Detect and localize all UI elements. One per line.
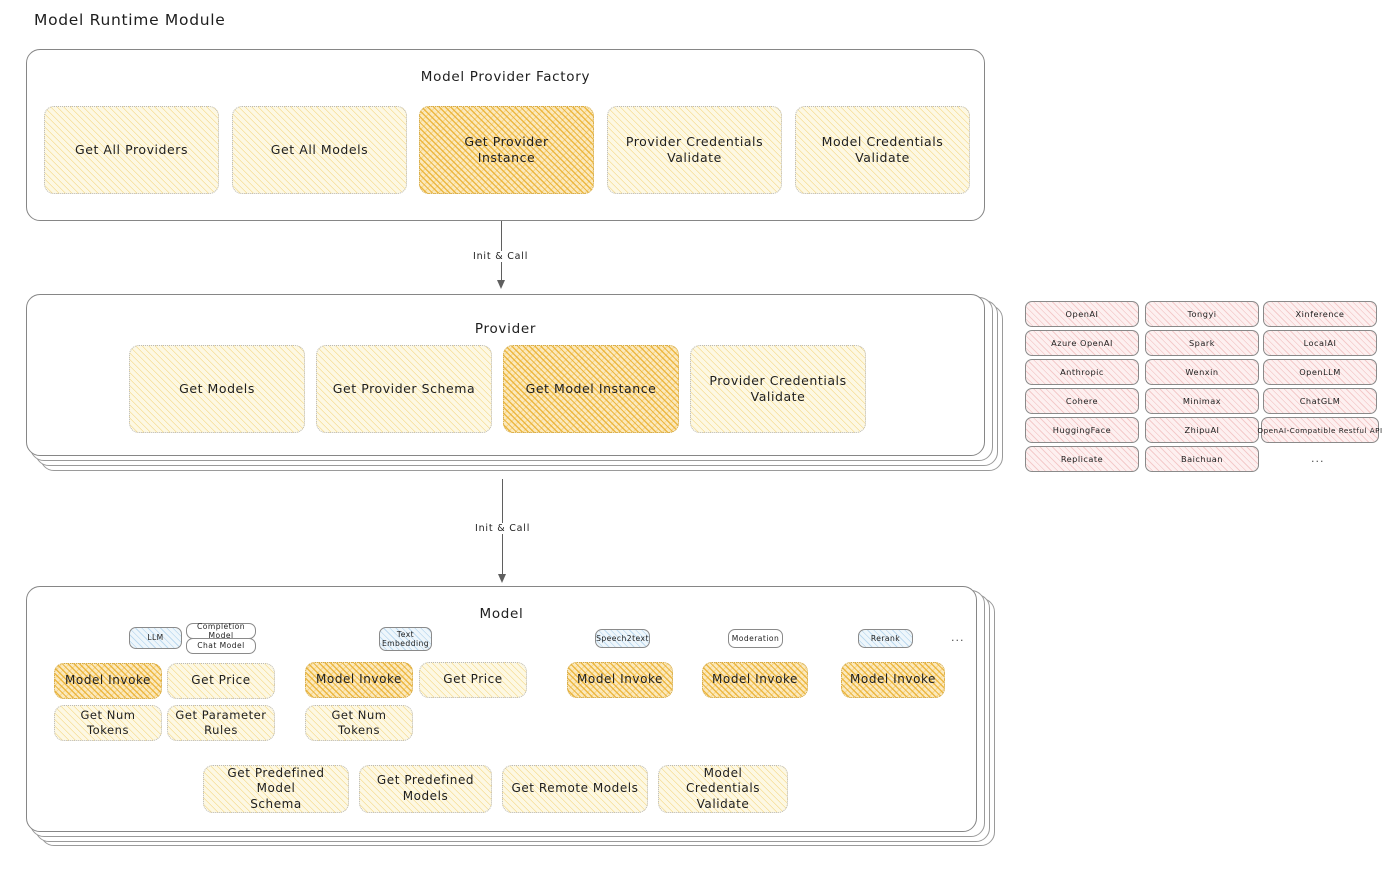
arrow-factory-to-provider-head: [497, 280, 505, 289]
provider-pill-tongyi[interactable]: Tongyi: [1145, 301, 1259, 327]
provider-pill-openai[interactable]: OpenAI: [1025, 301, 1139, 327]
llm-method-get-price[interactable]: Get Price: [167, 663, 275, 699]
model-provider-factory-title: Model Provider Factory: [420, 69, 591, 85]
provider-pill-xinference[interactable]: Xinference: [1263, 301, 1377, 327]
text-embedding-method-get-price[interactable]: Get Price: [419, 662, 527, 698]
model-subtype-badge-chat-model[interactable]: Chat Model: [186, 638, 256, 654]
provider-pill-baichuan[interactable]: Baichuan: [1145, 446, 1259, 472]
provider-pill-openllm[interactable]: OpenLLM: [1263, 359, 1377, 385]
provider-box-provider-credentials-validate[interactable]: Provider Credentials Validate: [690, 345, 866, 433]
arrow-provider-to-model-label: Init & Call: [471, 523, 535, 534]
provider-pill-huggingface[interactable]: HuggingFace: [1025, 417, 1139, 443]
provider-pill-azure-openai[interactable]: Azure OpenAI: [1025, 330, 1139, 356]
text-embedding-method-get-num-tokens[interactable]: Get Num Tokens: [305, 705, 413, 741]
arrow-provider-to-model-head: [498, 574, 506, 583]
provider-pill-openai-compatible-restful-api[interactable]: OpenAI-Compatible Restful API: [1257, 417, 1382, 443]
provider-box-get-provider-schema[interactable]: Get Provider Schema: [316, 345, 492, 433]
provider-pill-spark[interactable]: Spark: [1145, 330, 1259, 356]
factory-box-get-all-models[interactable]: Get All Models: [232, 106, 407, 194]
model-shared-model-credentials-validate[interactable]: Model Credentials Validate: [658, 765, 788, 813]
model-shared-get-remote-models[interactable]: Get Remote Models: [502, 765, 648, 813]
model-types-more: ...: [951, 631, 965, 644]
factory-box-model-credentials-validate[interactable]: Model Credentials Validate: [795, 106, 970, 194]
factory-box-get-provider-instance[interactable]: Get Provider Instance: [419, 106, 594, 194]
provider-pill-wenxin[interactable]: Wenxin: [1145, 359, 1259, 385]
rerank-method-model-invoke[interactable]: Model Invoke: [841, 662, 945, 698]
provider-pill-anthropic[interactable]: Anthropic: [1025, 359, 1139, 385]
factory-box-provider-credentials-validate[interactable]: Provider Credentials Validate: [607, 106, 782, 194]
provider-box-get-model-instance[interactable]: Get Model Instance: [503, 345, 679, 433]
provider-list-more: ...: [1311, 452, 1325, 465]
page-title: Model Runtime Module: [34, 11, 226, 29]
model-shared-get-predefined-models[interactable]: Get Predefined Models: [359, 765, 492, 813]
model-type-badge-llm[interactable]: LLM: [129, 627, 182, 649]
model-type-badge-rerank[interactable]: Rerank: [858, 629, 913, 648]
provider-pill-zhipuai[interactable]: ZhipuAI: [1145, 417, 1259, 443]
model-shared-get-predefined-model-schema[interactable]: Get Predefined Model Schema: [203, 765, 349, 813]
llm-method-get-num-tokens[interactable]: Get Num Tokens: [54, 705, 162, 741]
llm-method-get-parameter-rules[interactable]: Get Parameter Rules: [167, 705, 275, 741]
model-title: Model: [479, 606, 524, 622]
provider-pill-cohere[interactable]: Cohere: [1025, 388, 1139, 414]
provider-pill-chatglm[interactable]: ChatGLM: [1263, 388, 1377, 414]
text-embedding-method-model-invoke[interactable]: Model Invoke: [305, 662, 413, 698]
speech2text-method-model-invoke[interactable]: Model Invoke: [567, 662, 673, 698]
provider-pill-localai[interactable]: LocalAI: [1263, 330, 1377, 356]
provider-pill-minimax[interactable]: Minimax: [1145, 388, 1259, 414]
llm-method-model-invoke[interactable]: Model Invoke: [54, 663, 162, 699]
moderation-method-model-invoke[interactable]: Model Invoke: [702, 662, 808, 698]
model-type-badge-speech2text[interactable]: Speech2text: [595, 629, 650, 648]
model-type-badge-moderation[interactable]: Moderation: [728, 629, 783, 648]
provider-title: Provider: [474, 321, 537, 337]
provider-pill-replicate[interactable]: Replicate: [1025, 446, 1139, 472]
model-type-badge-text-embedding[interactable]: Text Embedding: [379, 627, 432, 651]
arrow-factory-to-provider-label: Init & Call: [469, 251, 533, 262]
factory-box-get-all-providers[interactable]: Get All Providers: [44, 106, 219, 194]
model-subtype-badge-completion-model[interactable]: Completion Model: [186, 622, 256, 640]
provider-box-get-models[interactable]: Get Models: [129, 345, 305, 433]
